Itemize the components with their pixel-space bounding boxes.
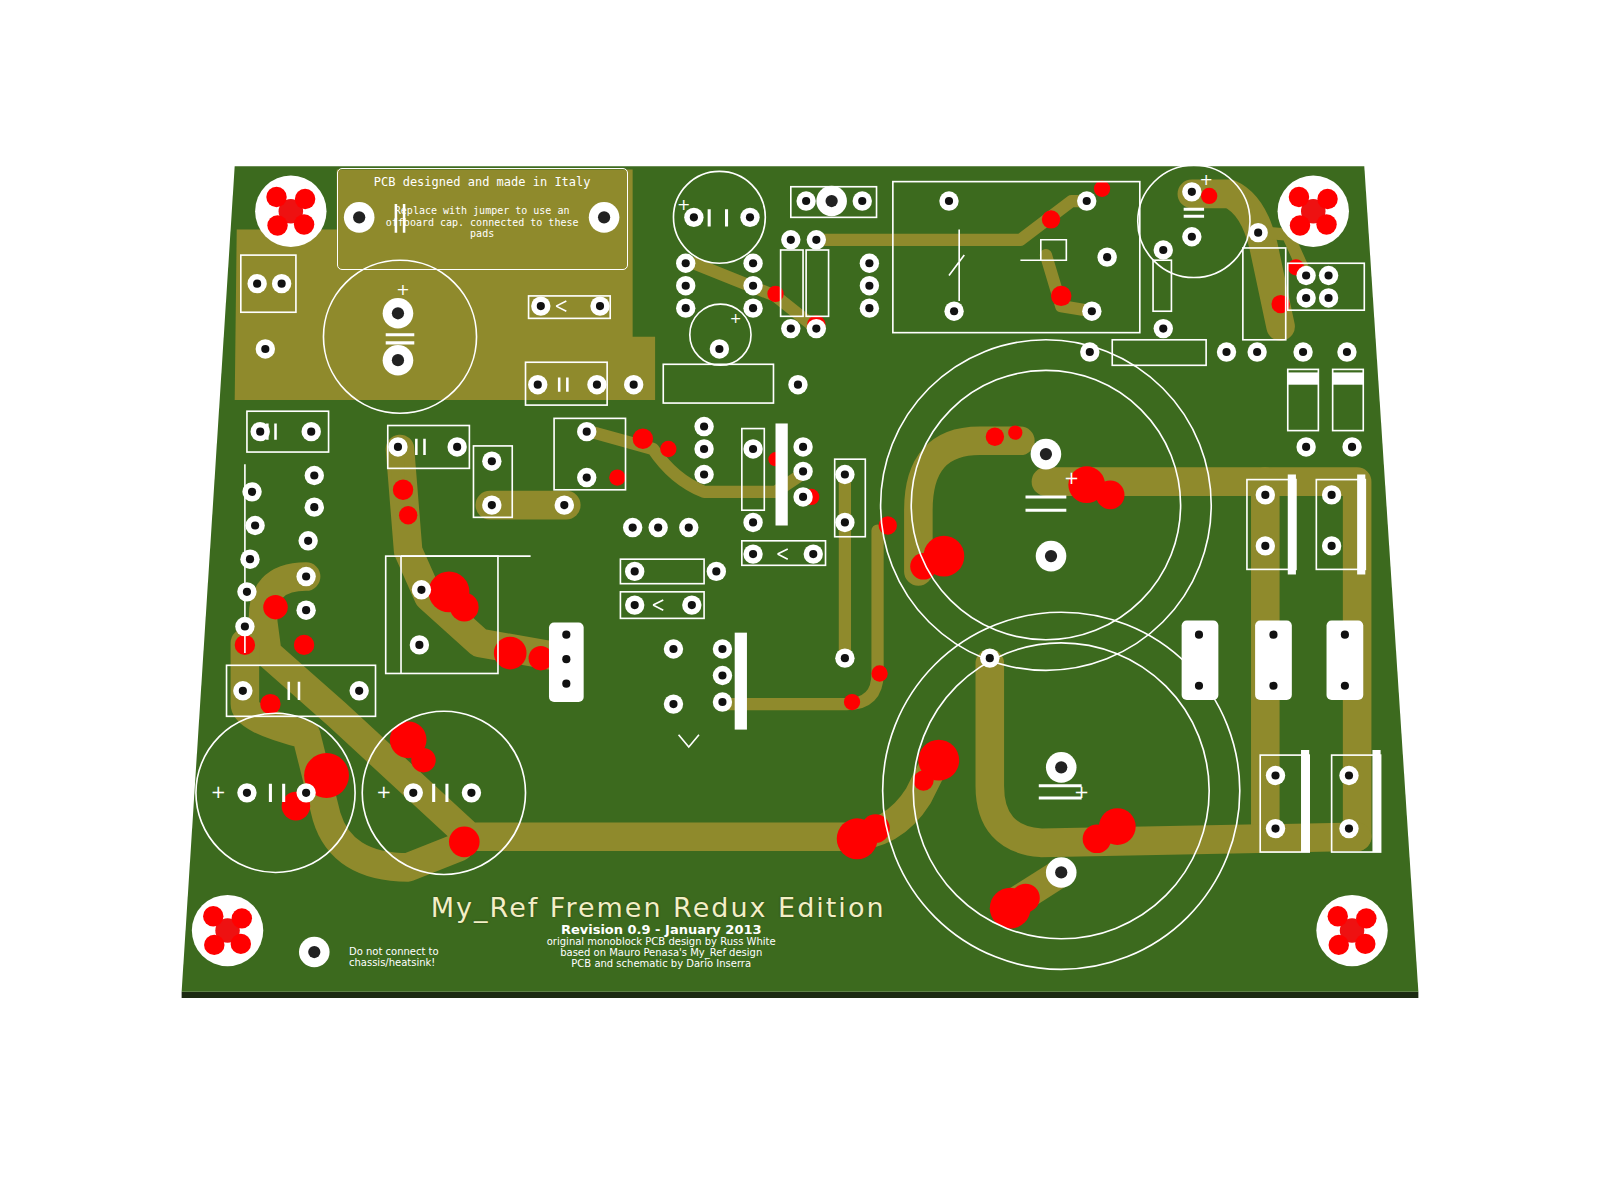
pads (233, 182, 1362, 967)
capacitor-outline (881, 340, 1212, 671)
part-outline (554, 418, 625, 489)
part-outline (388, 426, 470, 469)
resistor-outline (1153, 260, 1171, 311)
credit-note: PCB and schematic by Dario Inserra (571, 959, 751, 971)
polarity-mark: + (677, 196, 690, 214)
part-outline (835, 459, 866, 537)
part-outline (1243, 248, 1286, 340)
diode-outline (742, 429, 764, 511)
diode-symbol (556, 301, 788, 610)
solder-blobs (235, 181, 1304, 929)
diode-outline (1288, 369, 1319, 430)
heatsink-line (401, 556, 531, 673)
capacitor-outline (323, 260, 476, 413)
warning-note: Do not connect to chassis/heatsink! (349, 946, 461, 969)
polarity-mark: + (211, 781, 226, 802)
capacitor-outline (883, 612, 1240, 969)
connector-outline (241, 255, 296, 312)
mounting-hole (1278, 176, 1349, 247)
trace (400, 449, 566, 658)
silkscreen-box: PCB designed and made in ItalyReplace wi… (337, 168, 628, 270)
diode-outline (620, 592, 704, 619)
silkscreen (196, 165, 1381, 969)
diode-outline (742, 541, 826, 565)
resistor-outline (781, 250, 803, 316)
mounting-hole (1316, 895, 1387, 966)
thin-traces (398, 201, 1306, 704)
polarity-mark: + (1199, 170, 1212, 188)
polarity-mark: + (730, 310, 742, 326)
mounting-hole (255, 176, 326, 247)
polarity-mark: + (376, 781, 391, 802)
trace (839, 474, 851, 658)
credit-note: original monoblock PCB design by Russ Wh… (547, 936, 776, 948)
mounting-hole (192, 895, 263, 966)
capacitor-outline (673, 171, 765, 263)
capacitor-symbol (270, 209, 1204, 802)
resistor-outline (1112, 340, 1206, 366)
connector-outline (1288, 263, 1365, 310)
trace (492, 499, 564, 511)
trace (1192, 194, 1281, 327)
trace (1046, 255, 1092, 311)
credit-note: based on Mauro Penasa's My_Ref design (560, 947, 762, 959)
marker (679, 735, 699, 747)
board-edge (182, 992, 1419, 998)
trace (694, 263, 816, 328)
capacitor-outline (913, 643, 1209, 939)
heatsink-bars (549, 372, 1381, 852)
relay-outline (893, 182, 1140, 333)
diode-outline (1333, 369, 1364, 430)
resistor-outline (663, 364, 773, 403)
part-outline (473, 446, 512, 517)
polarity-mark: + (396, 281, 409, 299)
capacitor-symbol (267, 204, 567, 700)
capacitor-outline (196, 713, 355, 872)
copper-pour (235, 169, 655, 400)
board (182, 166, 1419, 992)
polarity-mark: + (1074, 781, 1089, 802)
part-outline (227, 665, 376, 716)
copper-traces (245, 194, 1357, 908)
box-note: Replace with jumper to use an offboard c… (378, 205, 587, 240)
trace (587, 431, 806, 492)
capacitor-outline (690, 304, 751, 365)
capacitor-symbol (1026, 497, 1082, 798)
heatsink-outline (386, 556, 498, 673)
board-title: My_Ref Fremen Redux Edition (431, 893, 886, 924)
part-outline (529, 296, 611, 318)
diode-outline (620, 559, 704, 583)
trace (245, 643, 459, 867)
capacitor-outline (911, 370, 1180, 639)
resistor-outline (806, 250, 828, 316)
relay-symbol (949, 230, 1066, 301)
revision-note: Revision 0.9 - January 2013 (561, 922, 762, 937)
box-heading: PCB designed and made in Italy (348, 175, 617, 189)
capacitor-outline (362, 711, 525, 874)
trace (1046, 482, 1357, 837)
part-outline (247, 411, 329, 452)
polarity-mark: + (1064, 467, 1079, 488)
